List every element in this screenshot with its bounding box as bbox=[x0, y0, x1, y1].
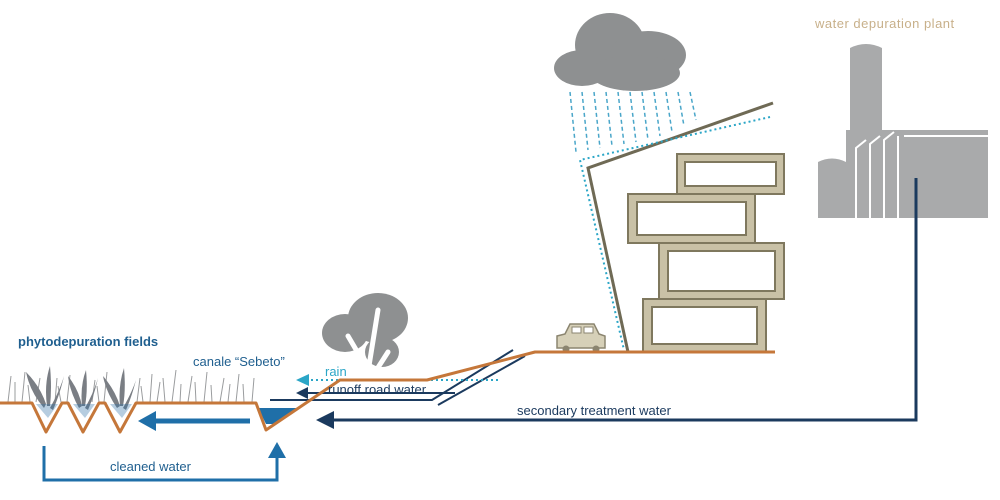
plant-label: water depuration plant bbox=[815, 16, 955, 31]
cleaned-water-arrowhead bbox=[268, 442, 286, 458]
rain-streaks bbox=[569, 91, 697, 153]
road-edge-line bbox=[270, 349, 514, 401]
cloud-icon bbox=[554, 13, 686, 91]
canal-to-fields-arrowhead bbox=[138, 411, 156, 431]
roof-canopy bbox=[586, 101, 774, 353]
roof-runoff-dotted bbox=[578, 116, 771, 351]
depuration-plant-icon bbox=[818, 44, 988, 218]
runoff-arrowhead bbox=[296, 387, 308, 399]
canale-label: canale “Sebeto” bbox=[193, 354, 285, 369]
field-water bbox=[36, 404, 132, 418]
cleaned-water-pipe bbox=[42, 446, 279, 482]
canal-water bbox=[258, 408, 300, 424]
runoff-label: runoff road water bbox=[328, 382, 427, 397]
car-icon bbox=[556, 323, 606, 353]
secondary-arrowhead bbox=[316, 411, 334, 429]
tree-icon bbox=[322, 293, 408, 403]
rain-label: rain bbox=[325, 364, 347, 379]
stacked-building bbox=[627, 153, 785, 353]
rain-arrowhead bbox=[296, 374, 309, 386]
ground-profile bbox=[0, 350, 775, 434]
reed-plants-icon bbox=[26, 366, 136, 410]
grass bbox=[7, 369, 255, 403]
secondary-treatment-pipe bbox=[330, 178, 918, 422]
fields-label: phytodepuration fields bbox=[18, 334, 159, 349]
cleaned-label: cleaned water bbox=[110, 459, 191, 474]
secondary-label: secondary treatment water bbox=[517, 403, 671, 418]
